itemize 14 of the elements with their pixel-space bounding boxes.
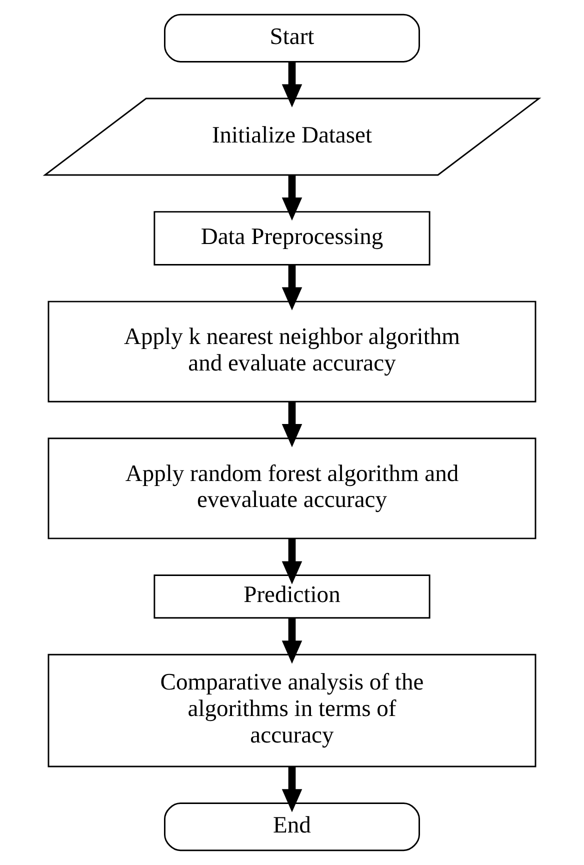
arrow (282, 766, 302, 812)
node-box: Start (164, 14, 420, 62)
node-box: Data Preprocessing (154, 211, 430, 266)
arrow (282, 176, 302, 221)
arrow (282, 402, 302, 448)
arrow (282, 264, 302, 310)
node-box: Prediction (154, 574, 430, 619)
node-box: Apply k nearest neighbor algorithm and evaluate accuracy (48, 300, 536, 402)
node-box: Comparative analysis of the algorithms in terms of accuracy (48, 654, 536, 768)
node-box: Apply random forest algorithm and evevaluate accuracy (48, 438, 536, 540)
node-box: End (164, 802, 420, 852)
arrow (282, 618, 302, 664)
arrow (282, 538, 302, 584)
arrow (282, 62, 302, 108)
